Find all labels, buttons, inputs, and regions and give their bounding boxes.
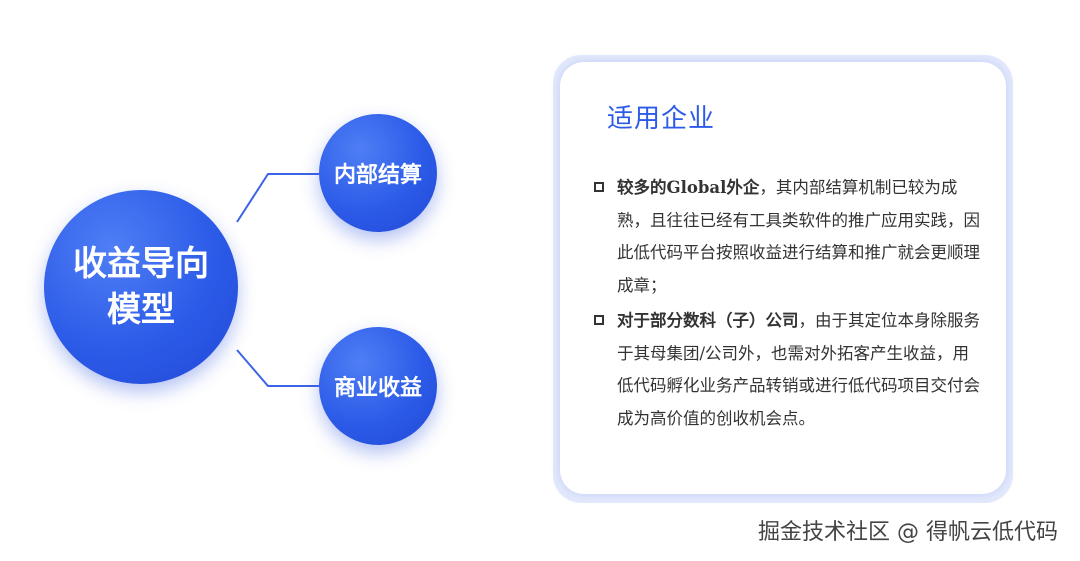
main-node-label: 收益导向模型: [73, 244, 209, 330]
connector-bottom: [236, 349, 319, 387]
branch-node-commercial-revenue: 商业收益: [319, 327, 437, 445]
list-item-bold: 较多的Global外企: [617, 178, 760, 197]
square-bullet-icon: [594, 182, 604, 192]
square-bullet-icon: [594, 315, 604, 325]
list-item: 较多的Global外企，其内部结算机制已较为成熟，且往往已经有工具类软件的推广应…: [594, 172, 984, 302]
branch-node-label: 商业收益: [333, 376, 422, 401]
list-item-bold: 对于部分数科（子）公司: [617, 311, 799, 330]
list-item-text: 对于部分数科（子）公司，由于其定位本身除服务于其母集团/公司外，也需对外拓客产生…: [617, 305, 984, 435]
watermark: 掘金技术社区 @ 得帆云低代码: [758, 520, 1058, 545]
list-item-text: 较多的Global外企，其内部结算机制已较为成熟，且往往已经有工具类软件的推广应…: [617, 172, 984, 302]
list-item: 对于部分数科（子）公司，由于其定位本身除服务于其母集团/公司外，也需对外拓客产生…: [594, 305, 984, 435]
card-title: 适用企业: [607, 104, 716, 134]
branch-node-internal-settlement: 内部结算: [319, 114, 437, 232]
main-node: 收益导向模型: [44, 190, 238, 384]
info-card: [560, 62, 1006, 494]
connector-top: [236, 173, 319, 223]
branch-node-label: 内部结算: [333, 163, 422, 188]
list-item-body: ，其内部结算机制已较为成熟，且往往已经有工具类软件的推广应用实践，因此低代码平台…: [617, 178, 980, 295]
list-item-body: ，由于其定位本身除服务于其母集团/公司外，也需对外拓客产生收益，用低代码孵化业务…: [617, 311, 980, 428]
